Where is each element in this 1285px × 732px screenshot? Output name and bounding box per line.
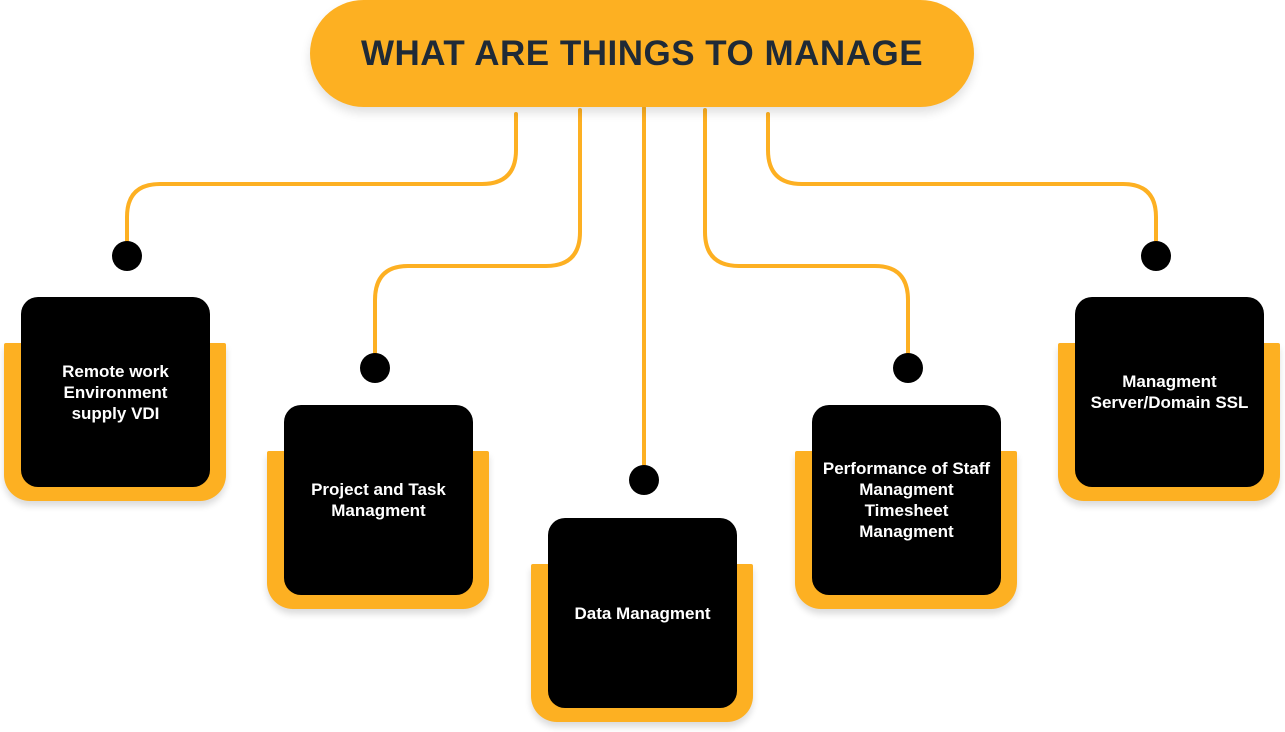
- node-card: Project and Task Managment: [284, 405, 473, 595]
- connector-dot-ssl: [1141, 241, 1171, 271]
- node-card: Data Managment: [548, 518, 737, 708]
- diagram-title: WHAT ARE THINGS TO MANAGE: [360, 34, 924, 73]
- title-banner: WHAT ARE THINGS TO MANAGE: [310, 0, 974, 107]
- connector-dot-project-task: [360, 353, 390, 383]
- connector-performance: [703, 108, 910, 370]
- node-card: Performance of Staff Managment Timesheet…: [812, 405, 1001, 595]
- connector-dot-data: [629, 465, 659, 495]
- node-card: Remote work Environment supply VDI: [21, 297, 210, 487]
- connector-project-task: [373, 108, 582, 370]
- node-label: Performance of Staff Managment Timesheet…: [822, 459, 991, 541]
- node-label: Managment Server/Domain SSL: [1090, 372, 1249, 412]
- node-label: Data Managment: [574, 603, 711, 623]
- node-label: Remote work Environment supply VDI: [62, 361, 169, 423]
- connector-ssl: [766, 112, 1158, 258]
- connector-dot-performance: [893, 353, 923, 383]
- connector-dot-remote-work: [112, 241, 142, 271]
- connector-remote-work: [125, 112, 518, 258]
- node-card: Managment Server/Domain SSL: [1075, 297, 1264, 487]
- node-label: Project and Task Managment: [311, 480, 446, 520]
